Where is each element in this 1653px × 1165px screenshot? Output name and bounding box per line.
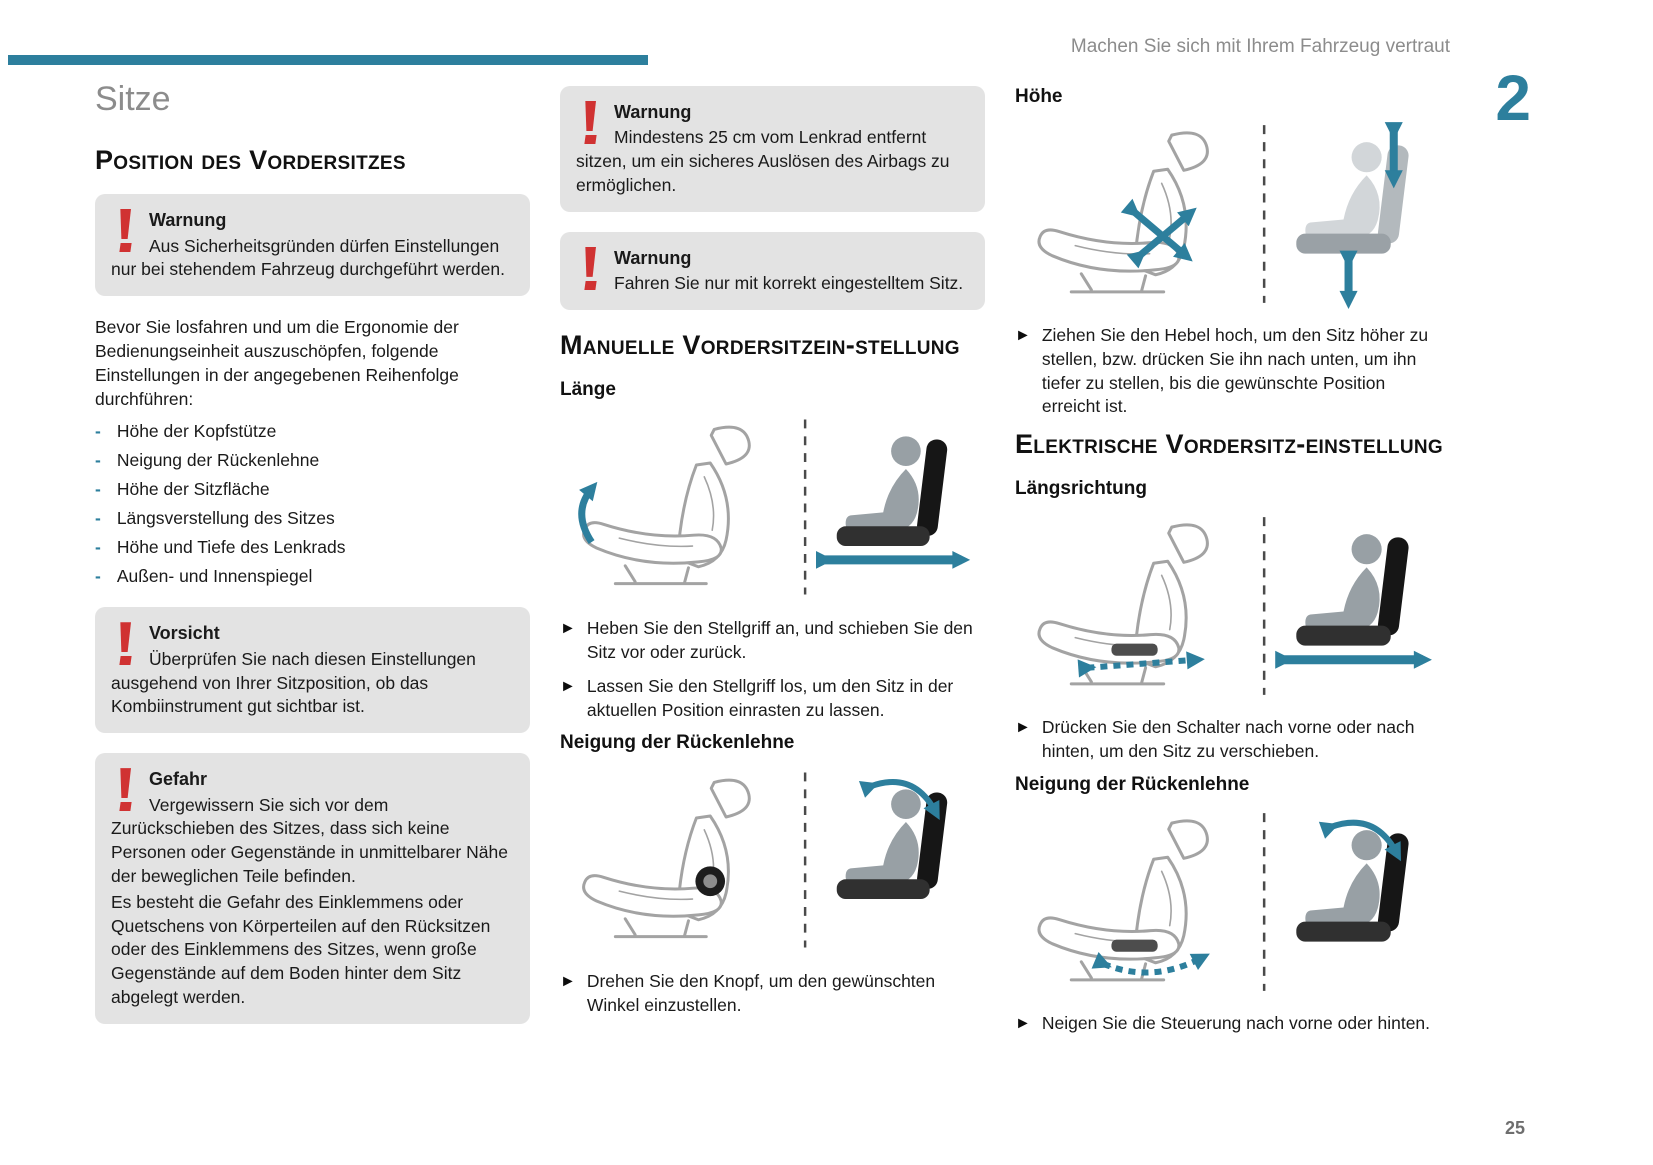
- sub-heading-laenge: Länge: [560, 379, 616, 401]
- list-item-label: Höhe und Tiefe des Lenkrads: [116, 537, 346, 558]
- dash-bullet-icon: -: [95, 421, 101, 442]
- warning-exclamation-icon: [578, 101, 604, 147]
- step-text: Drücken Sie den Schalter nach vorne oder…: [1041, 717, 1415, 762]
- figure-electric-length-adjustment: [1015, 510, 1447, 702]
- step-arrow-icon: ►: [1015, 327, 1031, 344]
- figure-electric-backrest-angle: [1015, 806, 1447, 998]
- warning-exclamation-icon: [113, 622, 139, 668]
- list-item: -Neigung der Rückenlehne: [95, 450, 530, 471]
- warning-box-general: Warnung Aus Sicherheitsgründen dürfen Ei…: [95, 194, 530, 297]
- step-text: Heben Sie den Stellgriff an, und schiebe…: [586, 618, 973, 662]
- figure-seat-height-adjustment: [1015, 118, 1447, 310]
- list-item-label: Neigung der Rückenlehne: [116, 450, 320, 471]
- section-heading-position: Position des Vordersitzes: [95, 145, 406, 175]
- column-middle: Warnung Mindestens 25 cm vom Lenkrad ent…: [560, 72, 985, 1046]
- note-text: Fahren Sie nur mit korrekt eingestelltem…: [614, 273, 964, 294]
- note-title: Gefahr: [149, 769, 208, 790]
- warning-exclamation-icon: [113, 768, 139, 814]
- step-arrow-icon: ►: [1015, 1014, 1031, 1032]
- step-arrow-icon: ►: [560, 973, 576, 991]
- page-title: Sitze: [95, 80, 171, 118]
- note-text: Mindestens 25 cm vom Lenkrad entfernt si…: [576, 127, 950, 196]
- note-text: Vergewissern Sie sich vor dem Zurückschi…: [111, 794, 508, 887]
- note-text: Aus Sicherheitsgründen dürfen Einstellun…: [111, 235, 505, 280]
- column-right: Höhe ► Ziehen Sie den Hebel hoch, um den …: [1015, 72, 1447, 1046]
- caution-box: Vorsicht Überprüfen Sie nach diesen Eins…: [95, 607, 530, 734]
- column-left: Sitze Position des Vordersitzes Warnung …: [95, 72, 530, 1046]
- sub-heading-neigung: Neigung der Rückenlehne: [560, 732, 795, 754]
- figure-manual-backrest-angle: [560, 764, 985, 956]
- list-item-label: Höhe der Kopfstütze: [116, 421, 277, 442]
- instruction-step: ► Lassen Sie den Stellgriff los, um den S…: [560, 675, 985, 723]
- list-item-label: Höhe der Sitzfläche: [116, 479, 270, 500]
- list-item: -Höhe und Tiefe des Lenkrads: [95, 537, 530, 558]
- dash-bullet-icon: -: [95, 450, 101, 471]
- warning-exclamation-icon: [578, 246, 604, 293]
- step-arrow-icon: ►: [1015, 719, 1031, 737]
- instruction-step: ► Drehen Sie den Knopf, um den gewünschte…: [560, 970, 985, 1018]
- section-heading-manual: Manuelle Vordersitzein-stellung: [560, 330, 960, 361]
- sub-heading-hoehe: Höhe: [1015, 86, 1063, 107]
- list-item: -Höhe der Kopfstütze: [95, 421, 530, 442]
- note-title: Warnung: [614, 247, 692, 268]
- list-item-label: Außen- und Innenspiegel: [116, 566, 313, 587]
- step-arrow-icon: ►: [560, 620, 576, 638]
- dash-bullet-icon: -: [95, 537, 101, 558]
- dash-bullet-icon: -: [95, 508, 101, 529]
- intro-paragraph: Bevor Sie losfahren und um die Ergonomie…: [95, 317, 459, 409]
- content-columns: Sitze Position des Vordersitzes Warnung …: [95, 72, 1447, 1046]
- dash-bullet-icon: -: [95, 479, 101, 500]
- warning-box-seat: Warnung Fahren Sie nur mit korrekt einge…: [560, 231, 985, 311]
- list-item: -Längsverstellung des Sitzes: [95, 508, 530, 529]
- note-text: Überprüfen Sie nach diesen Einstellungen…: [111, 648, 476, 717]
- chapter-number: 2: [1495, 62, 1531, 134]
- step-text: Ziehen Sie den Hebel hoch, um den Sitz h…: [1041, 325, 1429, 417]
- warning-exclamation-icon: [113, 209, 139, 255]
- instruction-step: ► Ziehen Sie den Hebel hoch, um den Sitz …: [1015, 324, 1447, 419]
- note-title: Warnung: [614, 102, 692, 122]
- dash-bullet-icon: -: [95, 566, 101, 587]
- note-title: Vorsicht: [149, 623, 220, 644]
- page-number: 25: [1504, 1118, 1525, 1138]
- note-text: Es besteht die Gefahr des Einklemmens od…: [111, 891, 491, 1007]
- note-title: Warnung: [149, 210, 227, 231]
- instruction-step: ► Drücken Sie den Schalter nach vorne ode…: [1015, 716, 1447, 764]
- list-item-label: Längsverstellung des Sitzes: [116, 508, 335, 529]
- danger-box: Gefahr Vergewissern Sie sich vor dem Zur…: [95, 753, 530, 1024]
- instruction-step: ► Neigen Sie die Steuerung nach vorne ode…: [1015, 1012, 1447, 1036]
- sub-heading-neigung-elektrisch: Neigung der Rückenlehne: [1015, 773, 1250, 795]
- list-item: -Außen- und Innenspiegel: [95, 566, 530, 587]
- section-heading-electric: Elektrische Vordersitz-einstellung: [1015, 429, 1443, 460]
- step-text: Lassen Sie den Stellgriff los, um den Si…: [586, 675, 954, 720]
- warning-box-airbag: Warnung Mindestens 25 cm vom Lenkrad ent…: [560, 86, 985, 212]
- chapter-accent-bar: [8, 55, 648, 65]
- step-arrow-icon: ►: [560, 677, 576, 695]
- adjustment-list: -Höhe der Kopfstütze -Neigung der Rücken…: [95, 421, 530, 587]
- sub-heading-laengsrichtung: Längsrichtung: [1015, 478, 1147, 500]
- running-header: Machen Sie sich mit Ihrem Fahrzeug vertr…: [1070, 36, 1450, 57]
- figure-manual-length-adjustment: [560, 411, 985, 603]
- list-item: -Höhe der Sitzfläche: [95, 479, 530, 500]
- step-text: Neigen Sie die Steuerung nach vorne oder…: [1041, 1012, 1431, 1033]
- instruction-step: ► Heben Sie den Stellgriff an, und schieb…: [560, 617, 985, 665]
- step-text: Drehen Sie den Knopf, um den gewünschten…: [586, 971, 936, 1016]
